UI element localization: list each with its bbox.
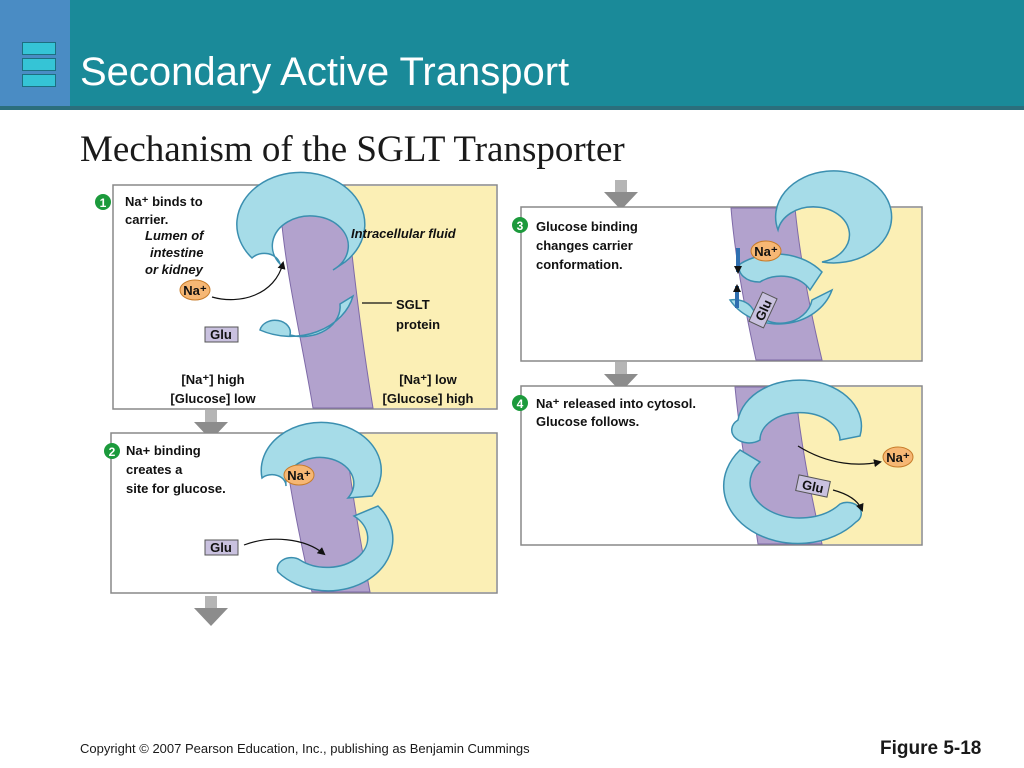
panel-2-glu-label: Glu xyxy=(210,540,232,555)
panel-1-carrier-upper xyxy=(236,171,366,271)
panel-2-carrier-lower xyxy=(276,505,394,592)
panel-4-caption-line-1: Na⁺ released into cytosol. xyxy=(536,396,696,411)
title-bar xyxy=(0,0,1024,106)
step-3-number: 3 xyxy=(517,219,524,233)
panel-2-glucose xyxy=(204,539,239,556)
step-4-badge xyxy=(512,395,528,411)
panel-4-glu-label: Glu xyxy=(801,477,825,496)
lumen-glucose-concentration: [Glucose] low xyxy=(170,391,256,406)
lumen-label-line-2: intestine xyxy=(150,245,203,260)
flow-arrow-2-out xyxy=(194,596,228,626)
panel-3-carrier-back xyxy=(774,170,893,264)
panel-3-carrier-upper xyxy=(738,253,823,292)
slide-title: Secondary Active Transport xyxy=(80,50,570,94)
copyright-notice: Copyright © 2007 Pearson Education, Inc.… xyxy=(80,741,530,756)
panel-2: 2 Na+ binding creates a site for glucose… xyxy=(104,421,498,594)
sglt-label-line-1: SGLT xyxy=(396,297,430,312)
lumen-na-concentration: [Na⁺] high xyxy=(181,372,244,387)
slide-subtitle: Mechanism of the SGLT Transporter xyxy=(80,129,625,170)
panel-4: 4 Na⁺ released into cytosol. Glucose fol… xyxy=(512,379,923,546)
panel-4-carrier-lower xyxy=(722,449,863,545)
panel-4-sodium-ion xyxy=(882,446,914,468)
panel-3-caption-line-1: Glucose binding xyxy=(536,219,638,234)
panel-1-cytosol xyxy=(345,186,496,408)
panel-2-sodium-ion xyxy=(283,464,315,486)
panel-4-caption-line-2: Glucose follows. xyxy=(536,414,639,429)
lumen-label-line-3: or kidney xyxy=(145,262,204,277)
step-1-number: 1 xyxy=(100,196,107,210)
panel-1-caption-line-2: carrier. xyxy=(125,212,168,227)
panel-4-na-label: Na⁺ xyxy=(886,450,910,465)
panel-2-caption-line-2: creates a xyxy=(126,462,183,477)
panel-1-na-arrow xyxy=(211,261,286,301)
sglt-label-line-2: protein xyxy=(396,317,440,332)
panel-3-caption-line-2: changes carrier xyxy=(536,238,633,253)
panel-3: 3 Glucose binding changes carrier confor… xyxy=(512,170,923,362)
panel-2-carrier-upper xyxy=(260,421,382,499)
panel-3-caption-line-3: conformation. xyxy=(536,257,623,272)
step-2-number: 2 xyxy=(109,445,116,459)
panel-1-sodium-ion xyxy=(179,279,211,301)
panel-3-sodium-ion xyxy=(750,240,782,262)
figure-label: Figure 5-18 xyxy=(880,738,982,759)
cytosol-glucose-concentration: [Glucose] high xyxy=(383,391,474,406)
panel-3-glucose: Glu xyxy=(748,291,778,329)
step-3-badge xyxy=(512,217,528,233)
title-bar-underline xyxy=(0,106,1024,110)
lumen-label-line-1: Lumen of xyxy=(145,228,205,243)
panel-4-na-arrow xyxy=(797,445,882,468)
panel-1: 1 Na⁺ binds to carrier. Lumen of intesti… xyxy=(95,171,498,410)
panel-1-carrier-lower xyxy=(259,294,355,338)
panel-4-carrier-upper xyxy=(731,379,863,444)
panel-3-cytosol xyxy=(795,208,921,360)
panel-1-glucose xyxy=(204,326,239,343)
panel-4-glucose: Glu xyxy=(795,474,831,498)
panel-1-caption-line-1: Na⁺ binds to xyxy=(125,194,203,209)
panel-4-glu-arrow xyxy=(832,489,864,512)
panel-3-na-label: Na⁺ xyxy=(754,244,778,259)
panel-4-cytosol xyxy=(795,387,921,544)
step-1-badge xyxy=(95,194,111,210)
panel-1-na-label: Na⁺ xyxy=(183,283,207,298)
panel-1-glu-label: Glu xyxy=(210,327,232,342)
panel-2-glu-arrow xyxy=(243,538,326,556)
cytosol-na-concentration: [Na⁺] low xyxy=(399,372,457,387)
panel-2-caption-line-3: site for glucose. xyxy=(126,481,226,496)
flow-arrow-into-3 xyxy=(604,180,638,210)
intracellular-fluid-label: Intracellular fluid xyxy=(351,226,457,241)
panel-2-caption-line-1: Na+ binding xyxy=(126,443,201,458)
step-2-badge xyxy=(104,443,120,459)
panel-2-na-label: Na⁺ xyxy=(287,468,311,483)
step-4-number: 4 xyxy=(517,397,524,411)
